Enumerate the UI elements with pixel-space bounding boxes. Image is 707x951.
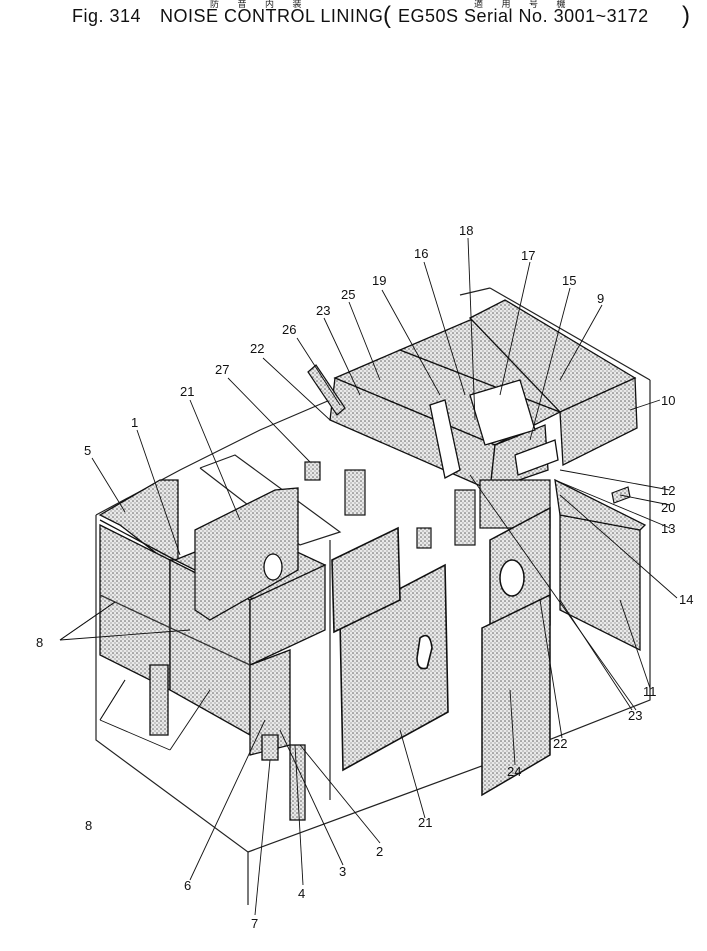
callout-27: 27 [215,362,229,377]
callout-26: 26 [282,322,296,337]
callout-12: 12 [661,483,675,498]
callout-5: 5 [84,443,91,458]
upper-housing [329,299,638,491]
callout-21a: 21 [180,384,194,399]
callout-22a: 22 [250,341,264,356]
callout-8b: 8 [85,818,92,833]
callout-4: 4 [298,886,305,901]
callout-17: 17 [521,248,535,263]
callout-20: 20 [661,500,675,515]
right-door-panels [481,506,551,797]
housing-legs [344,469,551,549]
small-parts [304,364,631,504]
leader-lines [59,237,678,916]
callout-15: 15 [562,273,576,288]
callout-9: 9 [597,291,604,306]
right-side-panel [554,478,647,652]
callout-18: 18 [459,223,473,238]
callout-16: 16 [414,246,428,261]
callout-22b: 22 [553,736,567,751]
callout-8a: 8 [36,635,43,650]
serial-open-paren: ( [383,2,392,29]
callout-23b: 23 [628,708,642,723]
serial-range-jp: 適 用 号 機 [474,0,574,9]
callout-labels: 1 2 3 4 5 6 7 8 8 9 10 11 12 13 14 15 16… [36,223,693,931]
callout-23a: 23 [316,303,330,318]
callout-1: 1 [131,415,138,430]
callout-13: 13 [661,521,675,536]
figure-title-jp: 防 音 内 装 [210,0,310,9]
front-panel-21 [331,526,449,772]
serial-close-paren: ) [682,2,691,29]
callout-10: 10 [661,393,675,408]
callout-14: 14 [679,592,693,607]
callout-6: 6 [184,878,191,893]
callout-7: 7 [251,916,258,931]
callout-3: 3 [339,864,346,879]
figure-title: NOISE CONTROL LINING [160,6,384,26]
callout-24: 24 [507,764,521,779]
callout-25: 25 [341,287,355,302]
callout-19: 19 [372,273,386,288]
figure-number: Fig. 314 [72,6,142,26]
callout-2: 2 [376,844,383,859]
callout-21b: 21 [418,815,432,830]
serial-range: EG50S Serial No. 3001~3172 [398,6,649,26]
callout-11: 11 [643,684,657,699]
rear-panel-21 [194,487,299,621]
